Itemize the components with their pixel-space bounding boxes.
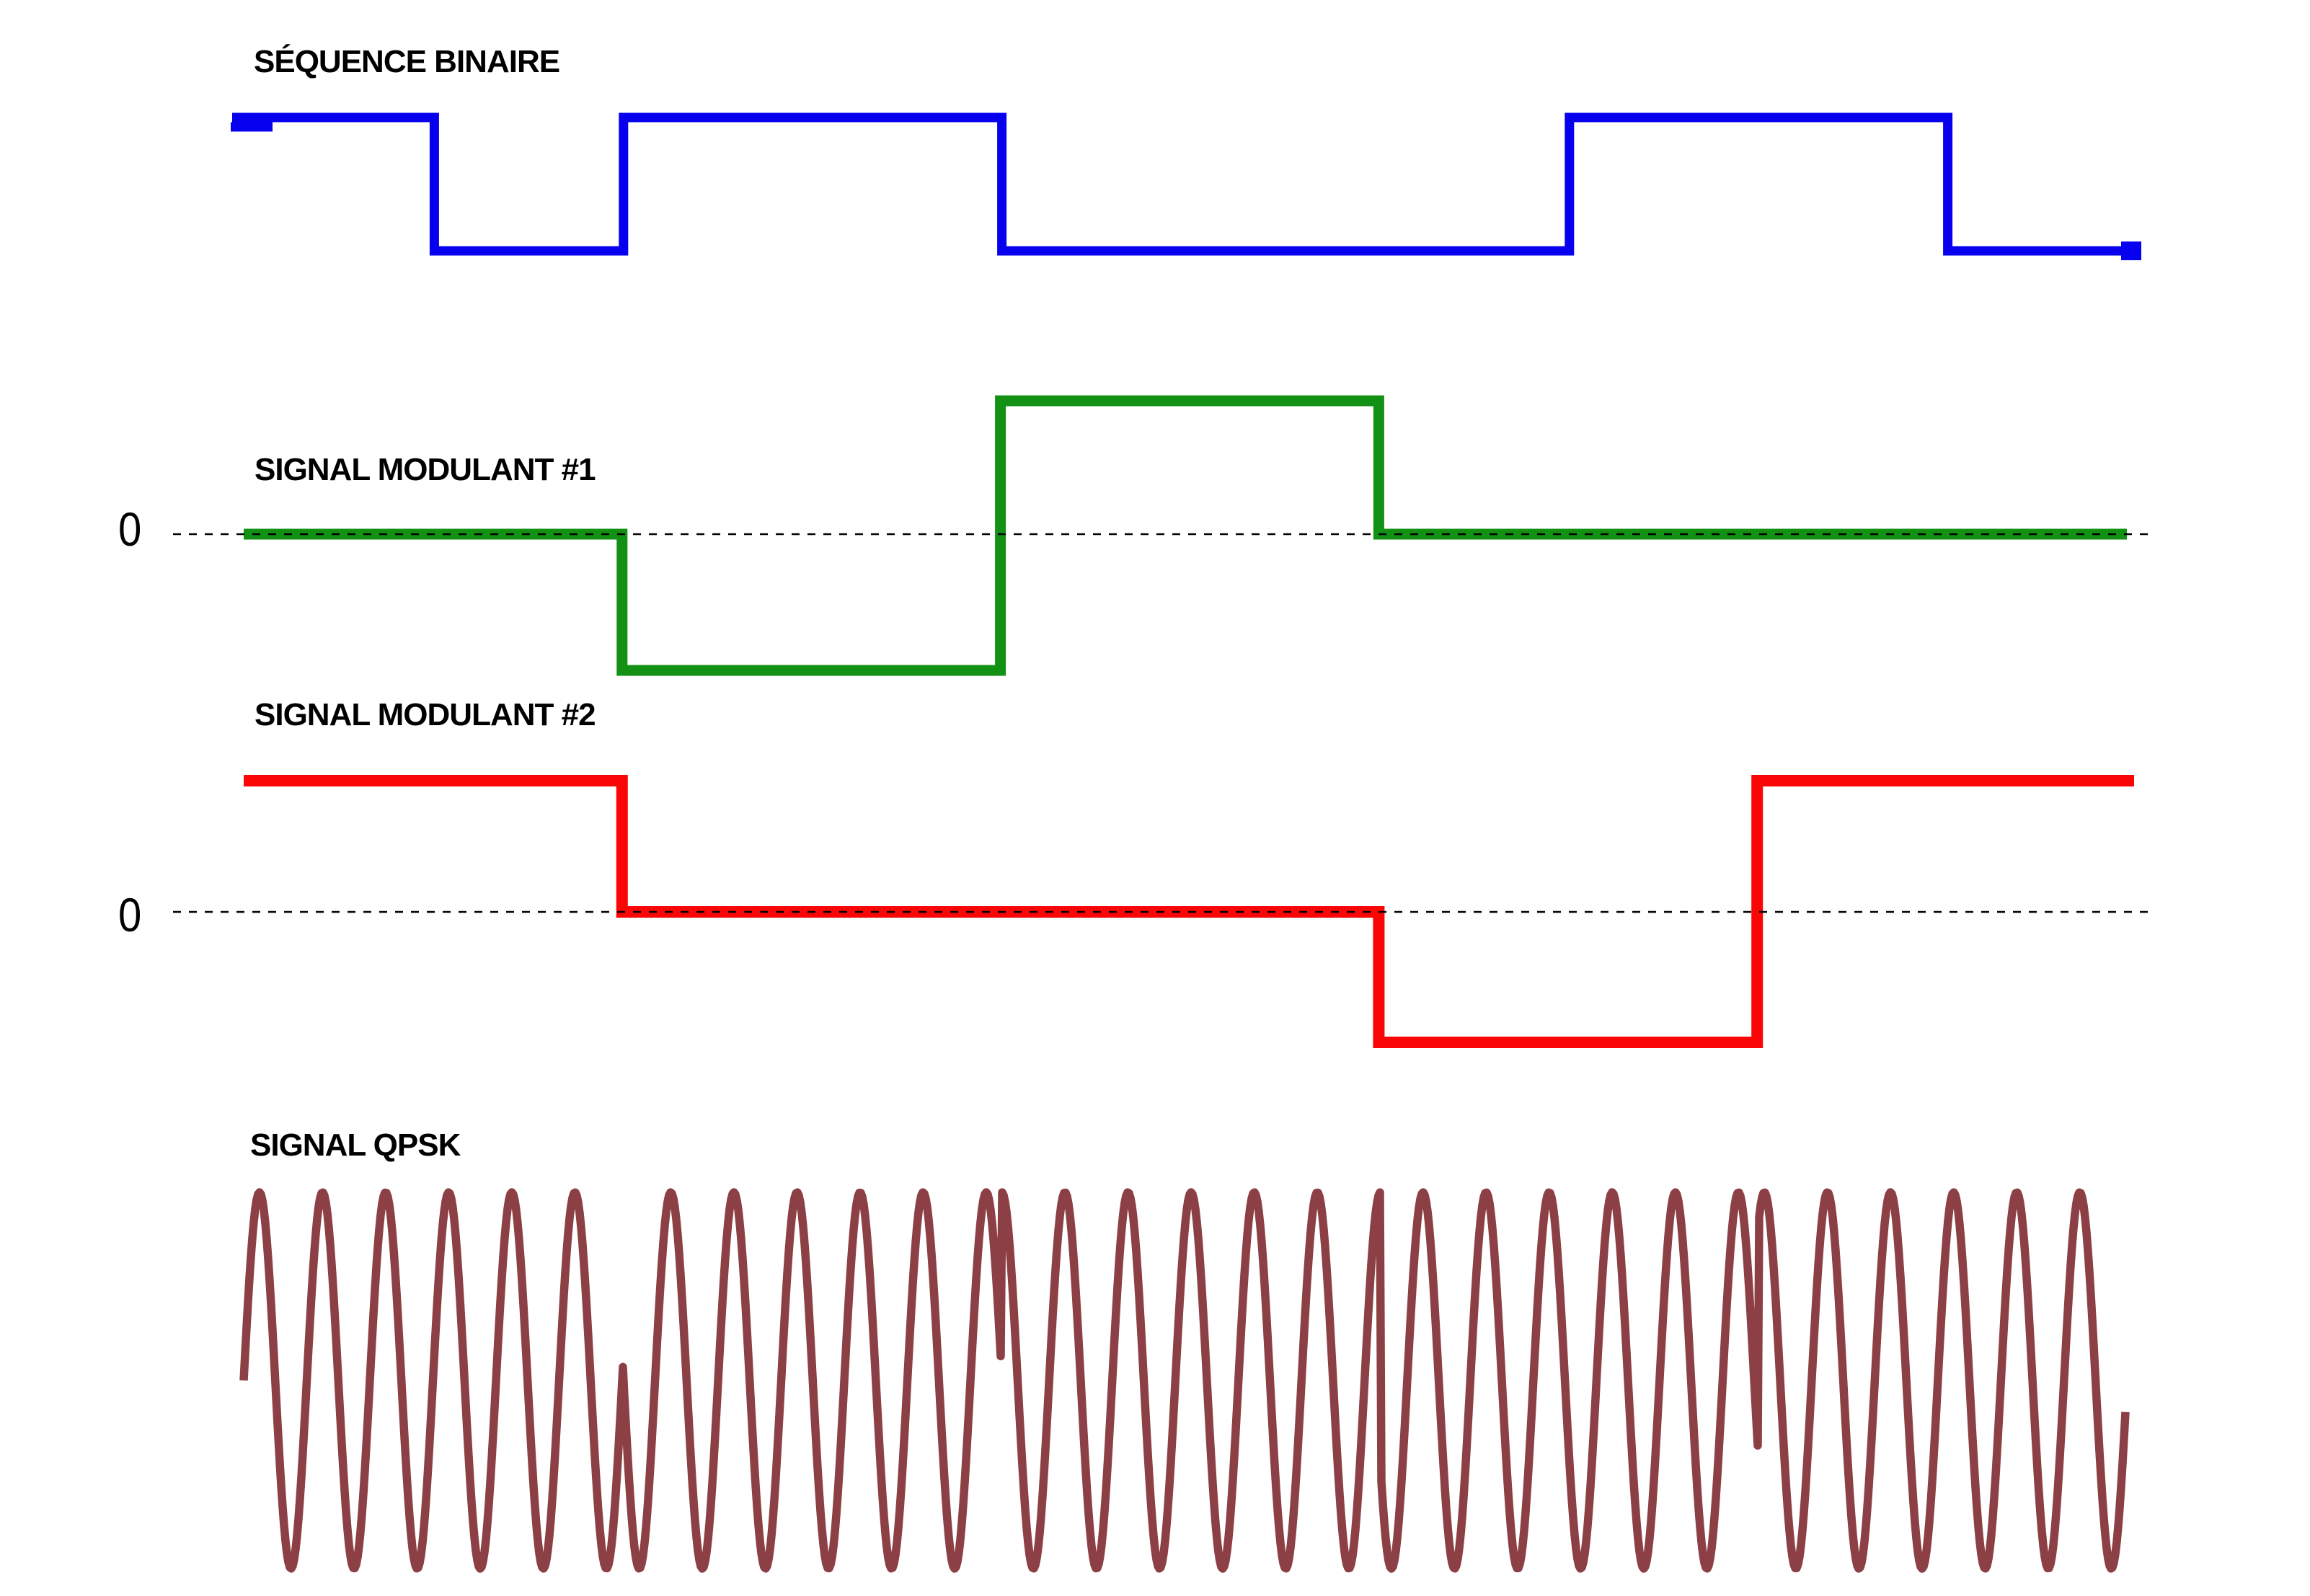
modulant2-zero-label: 0 — [118, 888, 142, 941]
modulant2-title: SIGNAL MODULANT #2 — [255, 697, 596, 732]
binary-waveform — [232, 112, 2125, 256]
modulant1-zero-label: 0 — [118, 502, 142, 556]
qpsk-title: SIGNAL QPSK — [250, 1127, 461, 1163]
qpsk-waveform — [239, 1188, 2130, 1573]
binary-end-cap — [2121, 241, 2141, 260]
modulant1-title: SIGNAL MODULANT #1 — [255, 452, 596, 487]
binary-sequence-title: SÉQUENCE BINAIRE — [254, 44, 560, 79]
modulant1-waveform — [244, 395, 2127, 676]
modulant2-waveform — [244, 775, 2134, 1048]
